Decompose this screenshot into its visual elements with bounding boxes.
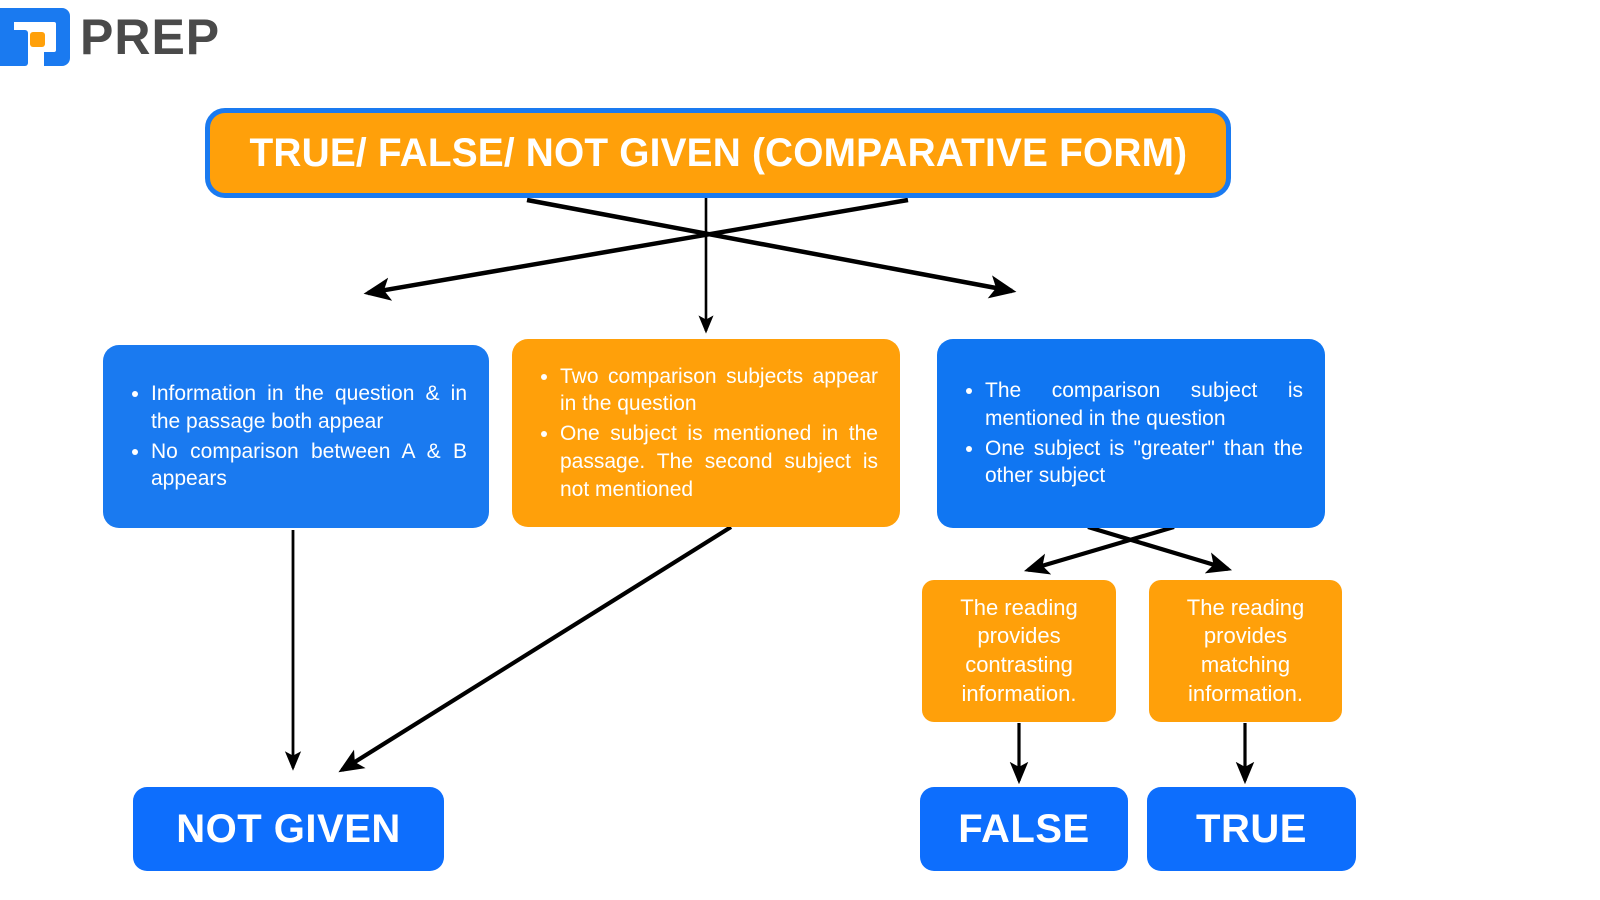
criteria-list-right: The comparison subject is mentioned in t… (959, 377, 1303, 490)
list-item: The comparison subject is mentioned in t… (985, 377, 1303, 432)
arrow-title-to-right (526, 197, 1017, 299)
list-item: Information in the question & in the pas… (151, 380, 467, 435)
list-item: No comparison between A & B appears (151, 438, 467, 493)
reading-outcome-matching: The reading provides matching informatio… (1149, 580, 1342, 722)
brand-wordmark: PREP (80, 9, 221, 65)
brand-logo: PREP (0, 4, 220, 70)
list-item: One subject is mentioned in the passage.… (560, 420, 878, 503)
diagram-title-banner: TRUE/ FALSE/ NOT GIVEN (COMPARATIVE FORM… (205, 108, 1231, 198)
result-box-true: TRUE (1147, 787, 1356, 871)
criteria-box-not-given: Information in the question & in the pas… (103, 345, 489, 528)
criteria-list-not-given: Information in the question & in the pas… (125, 380, 467, 493)
criteria-list-middle: Two comparison subjects appear in the qu… (534, 363, 878, 504)
reading-outcome-contrasting: The reading provides contrasting informa… (922, 580, 1116, 722)
result-box-not-given: NOT GIVEN (133, 787, 444, 871)
list-item: One subject is "greater" than the other … (985, 435, 1303, 490)
criteria-box-middle: Two comparison subjects appear in the qu… (512, 339, 900, 527)
result-label-false: FALSE (958, 806, 1090, 851)
criteria-box-right: The comparison subject is mentioned in t… (937, 339, 1325, 528)
arrow-title-to-left (363, 197, 909, 301)
reading-outcome-matching-text: The reading provides matching informatio… (1186, 594, 1305, 706)
arrow-rightcrit-to-contrasting (1023, 524, 1175, 575)
list-item: Two comparison subjects appear in the qu… (560, 363, 878, 418)
result-label-not-given: NOT GIVEN (176, 806, 401, 851)
reading-outcome-contrasting-text: The reading provides contrasting informa… (960, 594, 1078, 706)
page-title: TRUE/ FALSE/ NOT GIVEN (COMPARATIVE FORM… (249, 130, 1187, 175)
arrow-rightcrit-to-matching (1087, 524, 1233, 574)
result-box-false: FALSE (920, 787, 1128, 871)
arrow-middlecrit-to-notgiven (338, 525, 733, 773)
result-label-true: TRUE (1196, 806, 1307, 851)
prep-logo-icon (0, 8, 70, 66)
